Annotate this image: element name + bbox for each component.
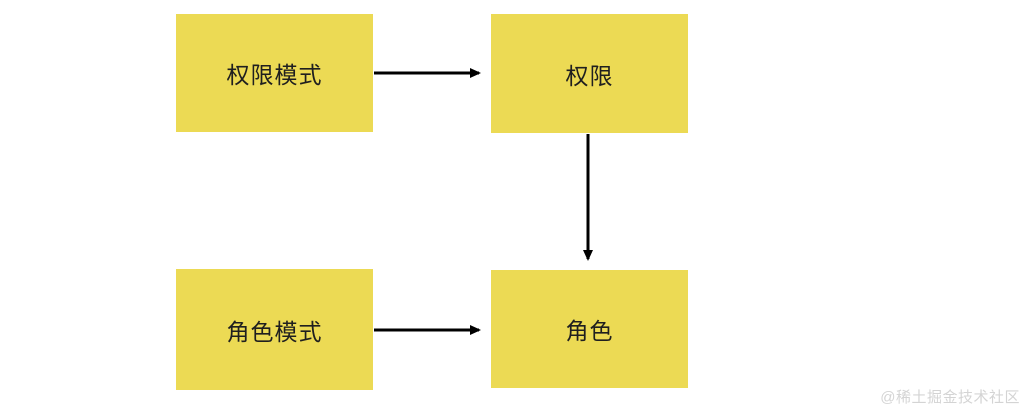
node-role-mode: 角色模式 bbox=[176, 269, 373, 390]
node-label: 权限模式 bbox=[226, 62, 323, 88]
node-role: 角色 bbox=[491, 270, 688, 388]
node-permission-mode: 权限模式 bbox=[176, 14, 373, 132]
node-permission: 权限 bbox=[491, 14, 688, 133]
node-label: 角色 bbox=[565, 318, 614, 344]
node-label: 权限 bbox=[565, 62, 614, 89]
watermark-text: @稀土掘金技术社区 bbox=[880, 389, 1020, 406]
node-label: 角色模式 bbox=[226, 318, 323, 345]
